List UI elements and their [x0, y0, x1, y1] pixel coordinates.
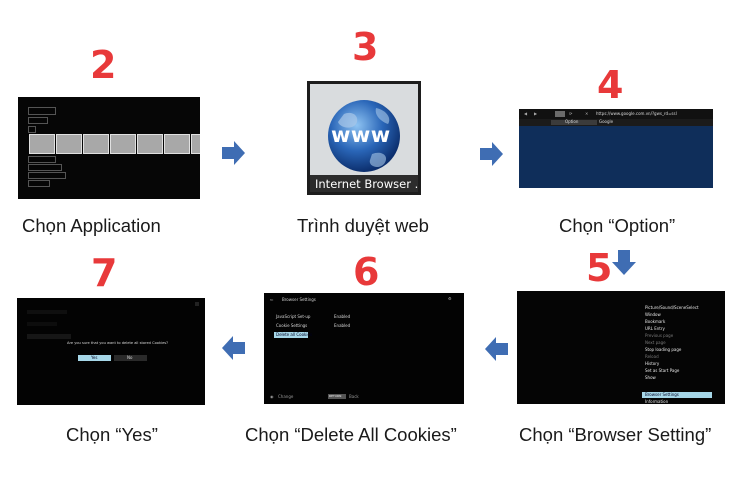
setting-label[interactable]: JavaScript Set-up	[276, 314, 311, 319]
caption-step-4: Chọn “Option”	[559, 215, 676, 236]
step-number-6: 6	[353, 250, 380, 294]
step-number-4: 4	[597, 63, 624, 107]
footer-change: Change	[278, 394, 294, 399]
step-number-2: 2	[90, 43, 117, 87]
settings-title: Browser Settings	[282, 297, 316, 302]
forward-icon[interactable]: ▶	[534, 111, 538, 116]
menu-item[interactable]: Picture/Sound/SceneSelect	[645, 305, 699, 310]
arrow-right-icon	[222, 141, 245, 165]
caption-step-6: Chọn “Delete All Cookies”	[245, 424, 457, 445]
option-button[interactable]	[555, 111, 565, 117]
browser-app-tile[interactable]: www Internet Browser ...	[307, 81, 421, 195]
yes-button[interactable]	[78, 355, 111, 361]
menu-item[interactable]: Show	[645, 375, 656, 380]
setting-value: Enabled	[334, 323, 351, 328]
setting-value: Enabled	[334, 314, 351, 319]
confirm-question: Are you sure that you want to delete all…	[67, 341, 169, 345]
screen-browser-settings: ⇐ Browser Settings ⚙ JavaScript Set-up E…	[264, 293, 464, 404]
browser-app-label: Internet Browser ...	[315, 177, 421, 191]
screen-application	[18, 97, 200, 199]
menu-item[interactable]: Stop loading page	[645, 347, 682, 352]
www-globe-icon	[328, 100, 400, 172]
gear-icon: ⚙	[448, 296, 452, 301]
back-icon[interactable]: ◀	[524, 111, 528, 116]
setting-label[interactable]: Cookie Settings	[276, 323, 308, 328]
caption-step-7: Chọn “Yes”	[66, 424, 158, 445]
menu-item[interactable]: Bookmark	[645, 319, 666, 324]
arrow-down-icon	[612, 250, 636, 275]
stop-icon[interactable]: ✕	[585, 111, 589, 116]
menu-item[interactable]: History	[645, 361, 660, 366]
menu-item[interactable]: Window	[645, 312, 661, 317]
menu-item-browser-settings[interactable]: Browser Settings	[645, 392, 679, 397]
menu-item[interactable]: Previous page	[645, 333, 674, 338]
arrow-left-icon	[222, 336, 245, 360]
url-bar[interactable]: https://www.google.com.vn/?gws_rd=ssl	[596, 111, 677, 116]
step-number-7: 7	[91, 251, 118, 295]
step-number-3: 3	[352, 25, 379, 69]
menu-item[interactable]: URL Entry	[645, 326, 665, 331]
arrow-left-icon	[485, 337, 508, 361]
screen-options-menu: Picture/Sound/SceneSelect Window Bookmar…	[517, 291, 725, 404]
menu-item[interactable]: Information	[645, 399, 669, 404]
tab-google[interactable]: Google	[599, 119, 614, 124]
reload-icon[interactable]: ⟳	[569, 111, 573, 116]
caption-step-2: Chọn Application	[22, 215, 161, 236]
footer-back: Back	[349, 394, 359, 399]
menu-item[interactable]: Reload	[645, 354, 659, 359]
step-number-5: 5	[586, 246, 613, 290]
return-key: RETURN	[329, 394, 342, 398]
delete-all-cookies-item[interactable]: Delete all Cookies	[276, 332, 313, 337]
globe-text: www	[331, 123, 391, 147]
tab-option[interactable]: Option	[565, 119, 579, 124]
screen-confirm-dialog: Are you sure that you want to delete all…	[17, 298, 205, 405]
screen-browser-option: ◀ ▶ ⟳ ✕ https://www.google.com.vn/?gws_r…	[519, 109, 713, 188]
no-button[interactable]	[114, 355, 147, 361]
arrow-right-icon	[480, 142, 503, 166]
menu-item[interactable]: Next page	[645, 340, 666, 345]
caption-step-3: Trình duyệt web	[297, 215, 429, 236]
menu-item[interactable]: Set as Start Page	[645, 368, 680, 373]
back-arrow-icon[interactable]: ⇐	[270, 297, 274, 302]
change-icon: ◉	[270, 394, 274, 399]
caption-step-5: Chọn “Browser Setting”	[519, 424, 712, 445]
no-label: No	[127, 355, 133, 360]
yes-label: Yes	[91, 355, 98, 360]
